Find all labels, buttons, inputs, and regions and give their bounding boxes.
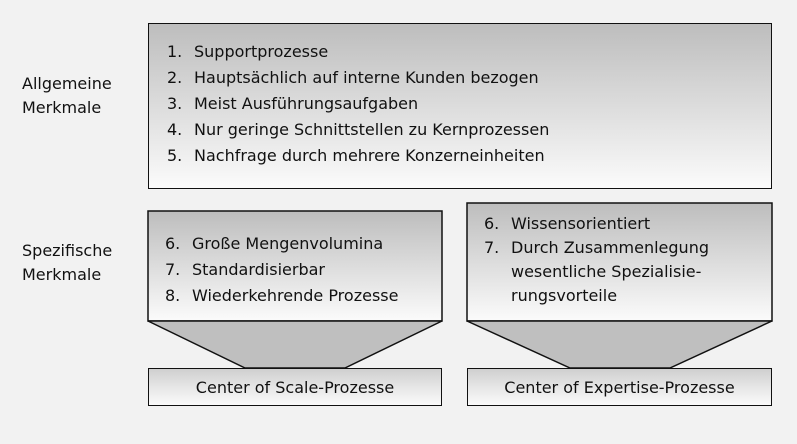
item-text: Wissensorientiert [511, 214, 651, 233]
expertise-characteristics-list: 6. Wissensorientiert 7. Durch Zusammenleg… [484, 212, 764, 308]
item-number: 8. [165, 286, 181, 305]
item-text: Nachfrage durch mehrere Konzerneinheiten [194, 146, 545, 165]
item-number: 3. [167, 94, 183, 113]
scale-arrow [147, 320, 443, 369]
list-item: 3. Meist Ausführungsaufgaben [167, 91, 549, 117]
general-characteristics-label: Allgemeine Merkmale [22, 72, 112, 120]
item-text-line: rungsvorteile [511, 286, 618, 305]
item-text: Durch Zusammenlegung wesentliche Spezial… [511, 236, 764, 308]
list-item: 4. Nur geringe Schnittstellen zu Kernproz… [167, 117, 549, 143]
list-item: 2. Hauptsächlich auf interne Kunden bezog… [167, 65, 549, 91]
expertise-funnel [466, 202, 773, 369]
item-text-line: wesentliche Spezialisie- [511, 262, 702, 281]
label-line: Spezifische [22, 241, 113, 260]
item-number: 4. [167, 120, 183, 139]
center-of-expertise-label: Center of Expertise-Prozesse [504, 377, 735, 397]
item-text-line: Durch Zusammenlegung [511, 238, 709, 257]
list-item: 7. Durch Zusammenlegung wesentliche Spez… [484, 236, 764, 308]
item-text: Meist Ausführungsaufgaben [194, 94, 419, 113]
general-characteristics-list: 1. Supportprozesse 2. Hauptsächlich auf in… [167, 39, 549, 169]
item-number: 6. [165, 234, 181, 253]
list-item: 1. Supportprozesse [167, 39, 549, 65]
item-number: 6. [484, 214, 500, 233]
list-item: 6. Große Mengenvolumina [165, 231, 455, 257]
scale-characteristics: 6. Große Mengenvolumina 7. Standardisierba… [165, 231, 455, 309]
list-item: 6. Wissensorientiert [484, 212, 764, 236]
item-text: Standardisierbar [192, 260, 325, 279]
item-number: 1. [167, 42, 183, 61]
item-number: 7. [484, 238, 500, 257]
item-text: Nur geringe Schnittstellen zu Kernprozes… [194, 120, 550, 139]
label-line: Allgemeine [22, 74, 112, 93]
item-text: Supportprozesse [194, 42, 329, 61]
center-of-expertise-box: Center of Expertise-Prozesse [467, 368, 772, 406]
expertise-arrow [466, 320, 773, 369]
item-number: 5. [167, 146, 183, 165]
scale-characteristics-list: 6. Große Mengenvolumina 7. Standardisierba… [165, 231, 455, 309]
scale-funnel [147, 210, 443, 369]
item-text: Wiederkehrende Prozesse [192, 286, 399, 305]
specific-characteristics-label: Spezifische Merkmale [22, 239, 112, 287]
list-item: 7. Standardisierbar [165, 257, 455, 283]
item-number: 7. [165, 260, 181, 279]
center-of-scale-box: Center of Scale-Prozesse [148, 368, 442, 406]
item-text: Hauptsächlich auf interne Kunden bezogen [194, 68, 539, 87]
item-text: Große Mengenvolumina [192, 234, 384, 253]
label-line: Merkmale [22, 265, 102, 284]
item-number: 2. [167, 68, 183, 87]
general-characteristics-box: 1. Supportprozesse 2. Hauptsächlich auf in… [148, 23, 772, 189]
scale-box [147, 210, 443, 322]
list-item: 5. Nachfrage durch mehrere Konzerneinheit… [167, 143, 549, 169]
list-item: 8. Wiederkehrende Prozesse [165, 283, 455, 309]
expertise-characteristics: 6. Wissensorientiert 7. Durch Zusammenleg… [484, 212, 764, 308]
center-of-scale-label: Center of Scale-Prozesse [195, 377, 395, 397]
label-line: Merkmale [22, 98, 102, 117]
